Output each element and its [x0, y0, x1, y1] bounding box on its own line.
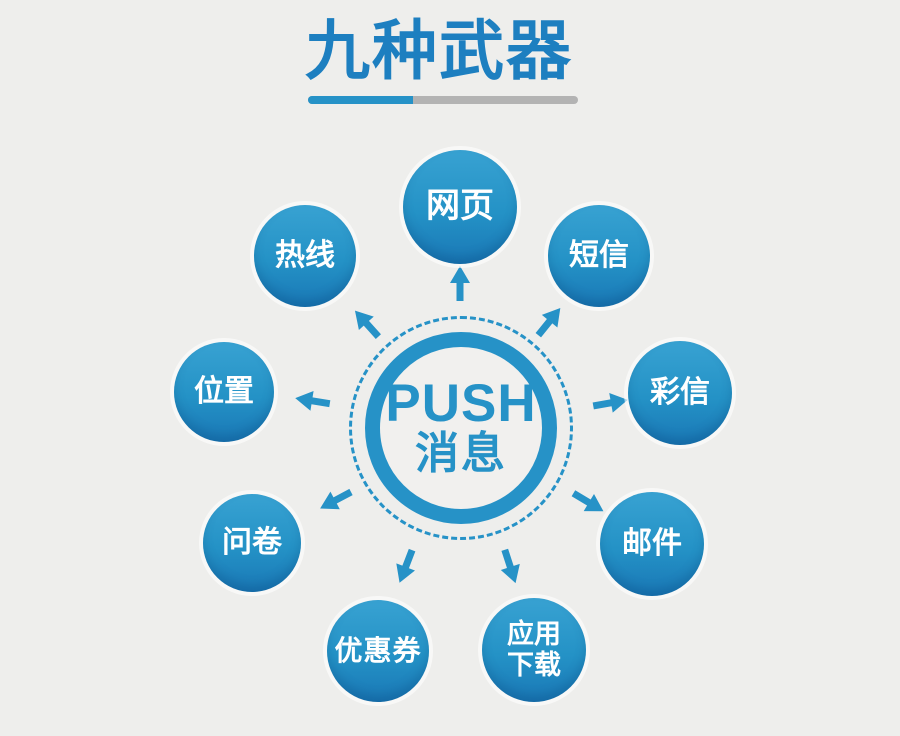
node-survey: 问卷 — [203, 494, 301, 592]
node-label: 邮件 — [622, 526, 682, 560]
arrow-to-mms-icon — [589, 387, 631, 419]
node-label: 优惠券 — [334, 634, 422, 666]
arrow-to-webpage-icon — [447, 265, 473, 303]
node-coupon: 优惠券 — [327, 600, 429, 702]
page-title: 九种武器 — [304, 14, 573, 87]
node-label: 问卷 — [222, 525, 282, 559]
node-label: 网页 — [426, 187, 494, 226]
arrow-to-survey-icon — [313, 480, 359, 521]
node-label: 位置 — [194, 374, 254, 408]
arrow-to-sms-icon — [527, 299, 571, 345]
hub-dashed-ring — [349, 316, 573, 540]
node-sms: 短信 — [548, 205, 650, 307]
hub-label-message: 消息 — [415, 429, 507, 479]
title-underline-accent — [308, 96, 413, 104]
hub-label-push: PUSH — [385, 374, 537, 434]
node-app-download: 应用 下载 — [482, 598, 586, 702]
arrow-to-hotline-icon — [345, 301, 390, 347]
arrow-to-email-icon — [565, 481, 611, 523]
node-webpage: 网页 — [403, 150, 517, 264]
node-label: 彩信 — [650, 375, 710, 409]
node-label-line1: 应用 — [507, 618, 561, 649]
node-label-line2: 下载 — [507, 650, 561, 680]
node-hotline: 热线 — [254, 205, 356, 307]
hub-circle: PUSH 消息 — [365, 332, 557, 524]
node-label: 短信 — [569, 238, 629, 272]
node-location: 位置 — [174, 342, 274, 442]
node-label: 热线 — [275, 238, 335, 272]
arrow-to-coupon-icon — [387, 544, 425, 589]
arrow-to-location-icon — [292, 385, 334, 417]
arrow-to-app-download-icon — [492, 544, 528, 588]
node-mms: 彩信 — [628, 341, 732, 445]
node-email: 邮件 — [600, 492, 704, 596]
title-underline — [308, 96, 578, 104]
